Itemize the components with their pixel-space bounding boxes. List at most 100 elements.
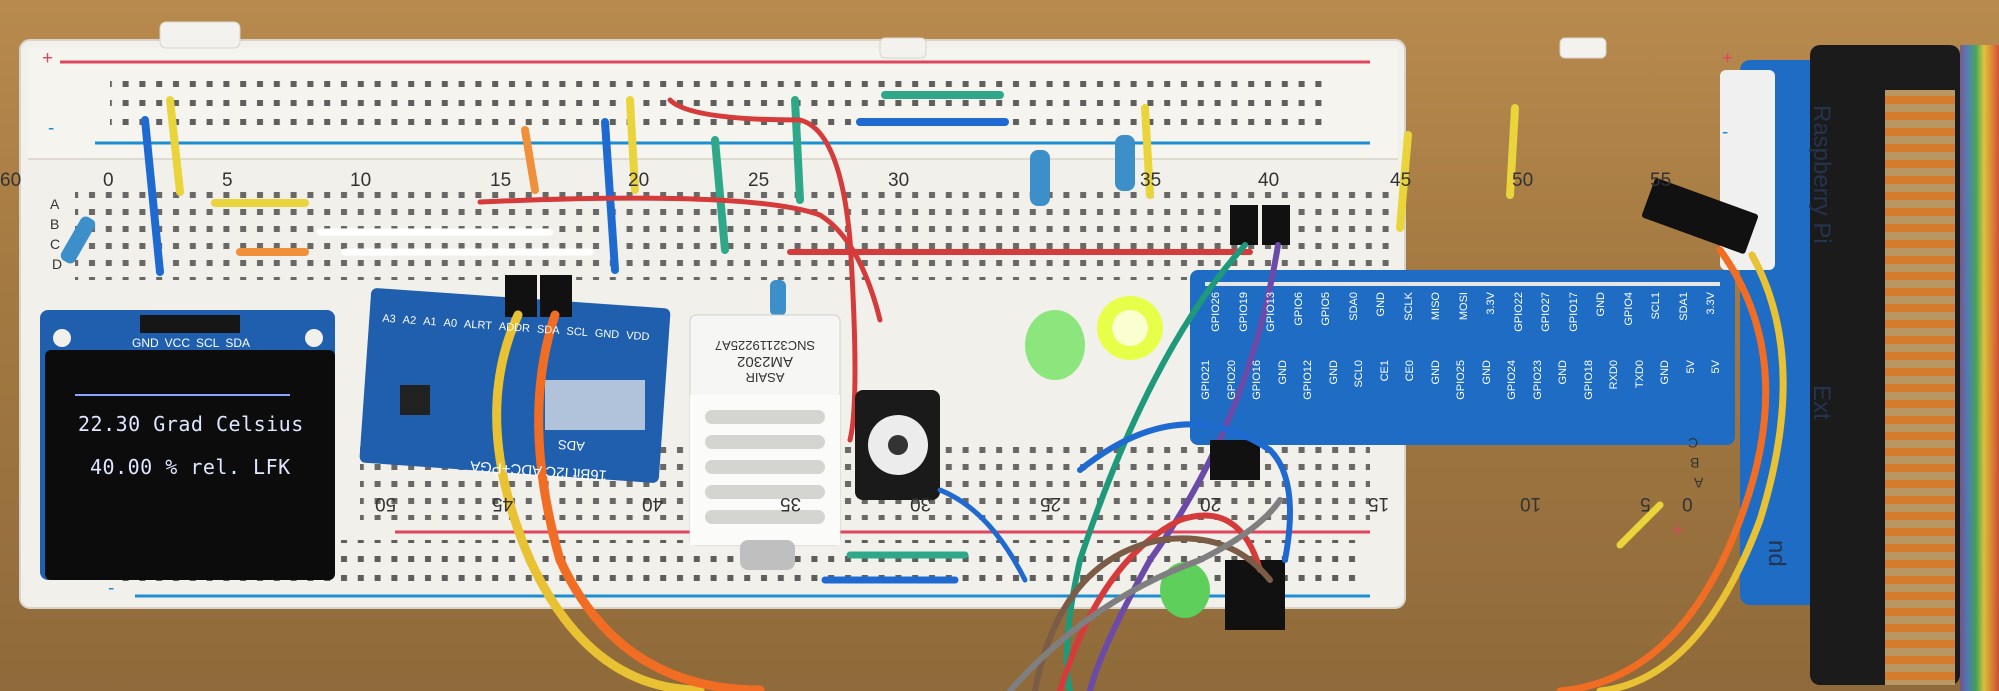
gpio-top-pin-mosi: MOSI xyxy=(1457,292,1470,321)
sensor-model: AM2302 xyxy=(737,353,793,370)
sensor-labels: ASAIR AM2302 SNC32119225A7 xyxy=(690,318,840,393)
lower-row-0: C xyxy=(1688,435,1699,451)
lower-col-8: 10 xyxy=(1520,493,1542,514)
upper-col-6: 30 xyxy=(888,170,910,191)
leds xyxy=(1025,296,1210,618)
upper-col-2: 10 xyxy=(350,170,372,191)
gpio-bottom-pin-gpio21: GPIO21 xyxy=(1200,360,1212,400)
gpio-bottom-pin-gnd: GND xyxy=(1557,360,1569,385)
lower-col-6: 20 xyxy=(1200,493,1222,514)
gpio-top-pin-sda0: SDA0 xyxy=(1347,292,1360,321)
gpio-bottom-pin-txd0: TXD0 xyxy=(1633,360,1646,389)
rail-minus-bottom: - xyxy=(108,578,115,599)
gpio-top-pin-gpio26: GPIO26 xyxy=(1210,292,1222,332)
adc-pin-alrt: ALRT xyxy=(463,318,493,333)
potentiometer xyxy=(855,390,940,500)
oled-module xyxy=(40,310,335,580)
rail-minus-left: - xyxy=(48,118,55,139)
lower-col-4: 30 xyxy=(910,493,932,514)
adc-pin-a3: A3 xyxy=(381,312,397,326)
adc-pin-scl: SCL xyxy=(566,325,589,340)
adc-pin-addr: ADDR xyxy=(498,320,531,335)
oled-pin-vcc: VCC xyxy=(164,336,191,350)
upper-row-3: D xyxy=(52,256,63,272)
oled-line-temperature: 22.30 Grad Celsius xyxy=(78,412,304,436)
gpio-top-pin-3.3v: 3.3V xyxy=(1705,292,1717,315)
gpio-bottom-pin-gpio18: GPIO18 xyxy=(1582,360,1595,400)
adc-pin-vdd: VDD xyxy=(625,329,650,344)
gpio-top-pin-gpio4: GPIO4 xyxy=(1622,292,1635,326)
oled-line-humidity: 40.00 % rel. LFK xyxy=(90,455,291,479)
gpio-bottom-pin-gnd: GND xyxy=(1480,360,1493,385)
rail-plus-right: + xyxy=(1722,48,1734,69)
upper-col-4: 20 xyxy=(628,170,650,191)
adc-pin-gnd: GND xyxy=(594,327,620,342)
upper-row-2: C xyxy=(50,236,61,252)
top-rail-holes xyxy=(110,72,1330,132)
lower-row-2: A xyxy=(1694,475,1704,491)
upper-col-7: 35 xyxy=(1140,170,1162,191)
upper-col-8: 40 xyxy=(1258,170,1280,191)
gpio-bottom-pin-gpio23: GPIO23 xyxy=(1531,360,1544,400)
gpio-bottom-pin-gpio25: GPIO25 xyxy=(1455,360,1467,400)
gpio-top-pin-gpio27: GPIO27 xyxy=(1540,292,1552,332)
gpio-top-pin-scl1: SCL1 xyxy=(1650,292,1662,320)
upper-col-9: 45 xyxy=(1390,170,1412,191)
gpio-top-pin-gnd: GND xyxy=(1375,292,1387,317)
upper-col-0: 0 xyxy=(103,170,114,191)
gpio-bottom-pin-gnd: GND xyxy=(1327,360,1340,385)
lower-col-1: 45 xyxy=(492,493,514,514)
oled-screen xyxy=(45,350,335,580)
extension-board-side-label-2: Ext xyxy=(1808,385,1835,420)
lower-col-3: 35 xyxy=(780,493,802,514)
dupont-wires xyxy=(492,178,1787,691)
upper-col-11: 55 xyxy=(1650,170,1672,191)
gpio-top-pin-sclk: SCLK xyxy=(1402,292,1415,321)
gpio-top-pin-gpio22: GPIO22 xyxy=(1512,292,1525,332)
gpio-bottom-pin-gnd: GND xyxy=(1659,360,1671,385)
adc-pin-a1: A1 xyxy=(422,315,438,329)
lower-col-10: 0 xyxy=(1682,493,1693,514)
gpio-top-pin-gnd: GND xyxy=(1595,292,1607,317)
upper-row-1: B xyxy=(50,216,60,232)
gpio-bottom-pin-ce0: CE0 xyxy=(1404,360,1416,382)
gpio-top-pin-gpio19: GPIO19 xyxy=(1237,292,1250,332)
upper-col-1: 5 xyxy=(222,170,233,191)
gpio-bottom-pin-gpio20: GPIO20 xyxy=(1225,360,1238,400)
upper-col-5: 25 xyxy=(748,170,770,191)
gpio-top-pin-3.3v: 3.3V xyxy=(1485,292,1497,315)
gpio-bottom-pin-scl0: SCL0 xyxy=(1353,360,1365,388)
gpio-top-pin-sda1: SDA1 xyxy=(1677,292,1690,321)
oled-pin-scl: SCL xyxy=(196,336,220,350)
gpio-bottom-pin-ce1: CE1 xyxy=(1378,360,1391,382)
gpio-bottom-pin-gnd: GND xyxy=(1429,360,1442,385)
gpio-bottom-pin-rxd0: RXD0 xyxy=(1608,360,1620,390)
upper-row-0: A xyxy=(50,196,60,212)
gpio-bottom-pin-gpio16: GPIO16 xyxy=(1251,360,1263,400)
oled-pin-gnd: GND xyxy=(132,336,159,350)
lower-col-0: 50 xyxy=(375,493,397,514)
upper-col-10: 50 xyxy=(1512,170,1534,191)
lower-col-7: 15 xyxy=(1368,493,1390,514)
gpio-bottom-pin-gpio12: GPIO12 xyxy=(1302,360,1314,400)
jumper-wires-top xyxy=(141,91,1664,549)
sensor-serial: SNC32119225A7 xyxy=(714,338,816,353)
upper-col-12: 60 xyxy=(0,170,22,191)
lower-col-2: 40 xyxy=(642,493,664,514)
gpio-top-pin-gpio6: GPIO6 xyxy=(1292,292,1305,326)
resistors xyxy=(60,135,1135,316)
gpio-bottom-labels: GPIO21 GPIO20 GPIO16 GND GPIO12 GND SCL0 CE1 CE0… xyxy=(1200,360,1735,435)
lower-col-5: 25 xyxy=(1040,493,1062,514)
gpio-extension-board xyxy=(1190,60,1820,605)
rail-minus-right: - xyxy=(1722,122,1729,143)
adc-pin-sda: SDA xyxy=(536,323,560,338)
gpio-bottom-pin-gpio24: GPIO24 xyxy=(1506,360,1518,400)
adc-pin-a0: A0 xyxy=(443,316,458,330)
gpio-bottom-pin-5v: 5V xyxy=(1710,360,1722,374)
extension-board-side-label: Raspberry Pi xyxy=(1808,105,1835,244)
gpio-bottom-pin-5v: 5V xyxy=(1684,360,1697,374)
oled-pin-sda: SDA xyxy=(225,336,251,350)
gpio-top-pin-gpio5: GPIO5 xyxy=(1320,292,1332,326)
